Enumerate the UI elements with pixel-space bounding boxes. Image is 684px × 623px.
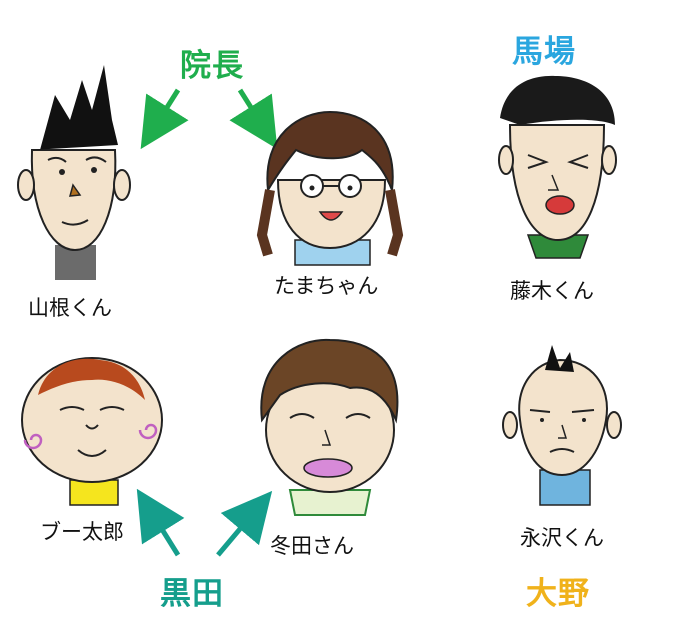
character-name-yamane: 山根くん (28, 296, 112, 320)
tama-face-icon (256, 110, 404, 266)
group-label-text: 黒田 (160, 576, 224, 612)
group-label-text: 大野 (526, 576, 590, 612)
character-name-fujiki: 藤木くん (510, 279, 594, 303)
group-label-bottom-left: 黒田 (160, 568, 224, 613)
character-name-tama: たまちゃん (274, 274, 379, 298)
group-label-top-right: 馬場 (512, 26, 576, 71)
group-label-text: 院長 (180, 48, 244, 84)
arrow-icon (136, 488, 185, 557)
nagasawa-face-icon (502, 345, 622, 506)
character-name-nagasawa: 永沢くん (520, 526, 604, 550)
character-name-butaro: ブー太郎 (40, 520, 124, 544)
fujiki-face-icon (498, 75, 617, 259)
character-name-fuyuta: 冬田さん (270, 534, 354, 558)
arrow-icon (216, 490, 273, 557)
group-label-text: 馬場 (512, 34, 576, 70)
group-label-bottom-right: 大野 (526, 568, 590, 613)
arrow-icon (140, 88, 189, 150)
butaro-face-icon (21, 357, 163, 506)
fuyuta-face-icon (260, 338, 399, 516)
yamane-face-icon (17, 65, 131, 280)
arrow-icon (229, 88, 278, 150)
group-label-top-left: 院長 (180, 40, 244, 85)
